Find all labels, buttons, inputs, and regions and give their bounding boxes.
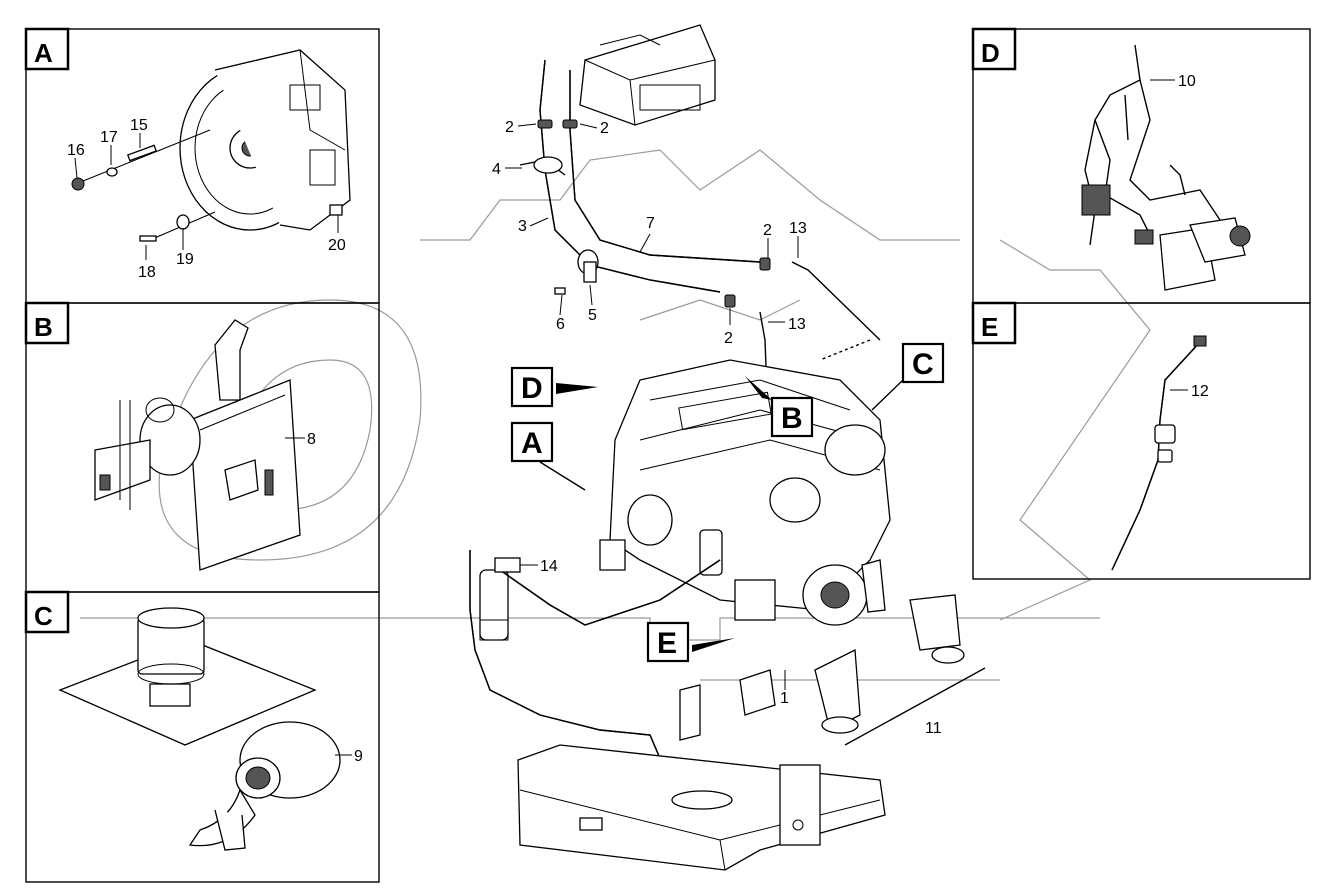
- callout-19: 19: [176, 251, 194, 268]
- callout-2: 2: [763, 222, 772, 239]
- callout-15: 15: [130, 117, 148, 134]
- marker-e: E: [646, 621, 735, 663]
- callout-1: 1: [780, 690, 789, 707]
- marker-c: C: [871, 342, 945, 411]
- callout-4: 4: [492, 161, 501, 178]
- marker-a: A: [510, 421, 586, 491]
- callout-10: 10: [1178, 73, 1196, 90]
- panel-c: C 9: [24, 590, 380, 883]
- callout-17: 17: [100, 129, 118, 146]
- svg-text:B: B: [781, 402, 803, 435]
- callout-2: 2: [600, 120, 609, 137]
- callout-14: 14: [540, 558, 558, 575]
- panel-b: B 8: [24, 301, 380, 593]
- air-filter-drawing: [58, 607, 341, 851]
- panel-e-label: E: [981, 312, 998, 342]
- panel-b-label: B: [34, 312, 53, 342]
- callout-7: 7: [646, 215, 655, 232]
- callout-20: 20: [328, 237, 346, 254]
- hose-drawing: [1111, 335, 1207, 571]
- engine-mounts-drawing: [814, 594, 965, 734]
- engine-drawing: [599, 359, 891, 626]
- callout-16: 16: [67, 142, 85, 159]
- flywheel-housing-drawing: [179, 49, 351, 231]
- callout-11: 11: [925, 720, 942, 737]
- wiring-harness-drawing: [1081, 44, 1251, 291]
- callout-18: 18: [138, 264, 156, 281]
- callout-8: 8: [307, 431, 316, 448]
- callout-13: 13: [789, 220, 807, 237]
- callout-2: 2: [505, 119, 514, 136]
- callout-3: 3: [518, 218, 527, 235]
- marker-b: B: [745, 376, 814, 438]
- panel-e: E 12: [971, 301, 1311, 580]
- svg-text:E: E: [657, 627, 677, 660]
- svg-text:D: D: [521, 372, 543, 405]
- callout-13: 13: [788, 316, 806, 333]
- callout-2: 2: [724, 330, 733, 347]
- callout-12: 12: [1191, 383, 1209, 400]
- callout-5: 5: [588, 307, 597, 324]
- panel-a-label: A: [34, 38, 53, 68]
- main-assembly: 2 2 4 3 7 2 13 6 5 2 13 14 1 11 D A B: [469, 24, 986, 871]
- panel-c-label: C: [34, 601, 53, 631]
- panel-a: A 16 17 15 18 19 20: [24, 27, 380, 304]
- marker-d: D: [510, 366, 598, 408]
- callout-9: 9: [354, 748, 363, 765]
- svg-text:C: C: [912, 348, 934, 381]
- callout-6: 6: [556, 316, 565, 333]
- base-frame-drawing: [517, 669, 886, 871]
- exhaust-heat-shield-drawing: [94, 319, 301, 571]
- panel-d-label: D: [981, 38, 1000, 68]
- cooler-drawing: [579, 24, 716, 126]
- panel-d: D 10: [971, 27, 1311, 304]
- svg-text:A: A: [521, 427, 543, 460]
- fuel-filter-drawing: [469, 550, 721, 771]
